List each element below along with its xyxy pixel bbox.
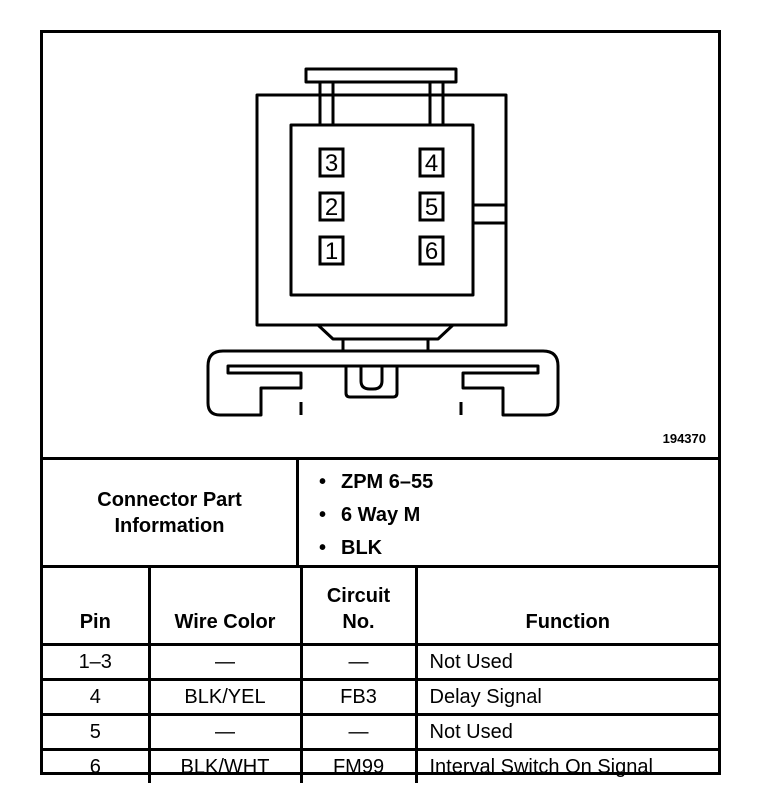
connector-sheet: 3 4 2 5 1 6 194370 Connector Part Inform… xyxy=(40,30,721,783)
table-row: 5 — — Not Used xyxy=(43,713,718,751)
base-clip xyxy=(206,349,560,417)
pin-label: 5 xyxy=(425,194,438,221)
info-label-line: Connector Part xyxy=(97,488,242,511)
info-item: 6 Way M xyxy=(319,499,718,532)
pin-table: Pin Wire Color Circuit No. Function 1–3 … xyxy=(43,565,718,783)
cell-pin: 6 xyxy=(43,748,151,783)
cell-pin: 1–3 xyxy=(43,643,151,681)
table-row: 6 BLK/WHT FM99 Interval Switch On Signal xyxy=(43,748,718,783)
header-pin: Pin xyxy=(43,565,151,646)
connector-diagram: 3 4 2 5 1 6 194370 xyxy=(43,33,718,457)
info-item: ZPM 6–55 xyxy=(319,466,718,499)
header-circuit-line: Circuit xyxy=(326,585,391,607)
pin-box-4 xyxy=(418,147,445,178)
cell-wire-color: — xyxy=(147,713,303,751)
table-row: 1–3 — — Not Used xyxy=(43,643,718,681)
info-label-line: Information xyxy=(114,514,225,537)
header-wire-color: Wire Color xyxy=(147,565,303,646)
pin-box-2 xyxy=(318,191,345,222)
cell-function: Not Used xyxy=(414,713,718,751)
pin-label: 1 xyxy=(325,238,338,265)
cell-circuit: — xyxy=(299,713,418,751)
cell-circuit: — xyxy=(299,643,418,681)
cell-function: Delay Signal xyxy=(414,678,718,716)
pin-label: 6 xyxy=(425,238,438,265)
connector-info-list: ZPM 6–55 6 Way M BLK xyxy=(299,460,718,565)
cell-pin: 5 xyxy=(43,713,151,751)
pin-box-1 xyxy=(318,235,345,266)
cell-circuit: FB3 xyxy=(299,678,418,716)
cell-circuit: FM99 xyxy=(299,748,418,783)
pin-box-6 xyxy=(418,235,445,266)
cell-function: Interval Switch On Signal xyxy=(414,748,718,783)
connector-info-row: Connector Part Information ZPM 6–55 6 Wa… xyxy=(43,457,718,565)
table-row: 4 BLK/YEL FB3 Delay Signal xyxy=(43,678,718,716)
pin-box-3 xyxy=(318,147,345,178)
cell-pin: 4 xyxy=(43,678,151,716)
header-circuit: Circuit No. xyxy=(299,565,418,646)
pin-box-5 xyxy=(418,191,445,222)
header-function: Function xyxy=(414,565,718,646)
connector-info-label: Connector Part Information xyxy=(43,460,299,565)
connector-drawing: 3 4 2 5 1 6 xyxy=(206,67,560,417)
figure-id: 194370 xyxy=(662,431,706,446)
cell-wire-color: BLK/YEL xyxy=(147,678,303,716)
info-item: BLK xyxy=(319,532,718,565)
header-circuit-line: No. xyxy=(342,611,375,633)
pin-cavity xyxy=(289,123,475,297)
connector-housing xyxy=(255,93,508,327)
cell-wire-color: BLK/WHT xyxy=(147,748,303,783)
table-header-row: Pin Wire Color Circuit No. Function xyxy=(43,565,718,646)
pin-label: 2 xyxy=(325,194,338,221)
cell-function: Not Used xyxy=(414,643,718,681)
latch-bar xyxy=(304,67,458,84)
side-tab xyxy=(473,203,506,225)
pin-label: 3 xyxy=(325,150,338,177)
cell-wire-color: — xyxy=(147,643,303,681)
pin-label: 4 xyxy=(425,150,438,177)
